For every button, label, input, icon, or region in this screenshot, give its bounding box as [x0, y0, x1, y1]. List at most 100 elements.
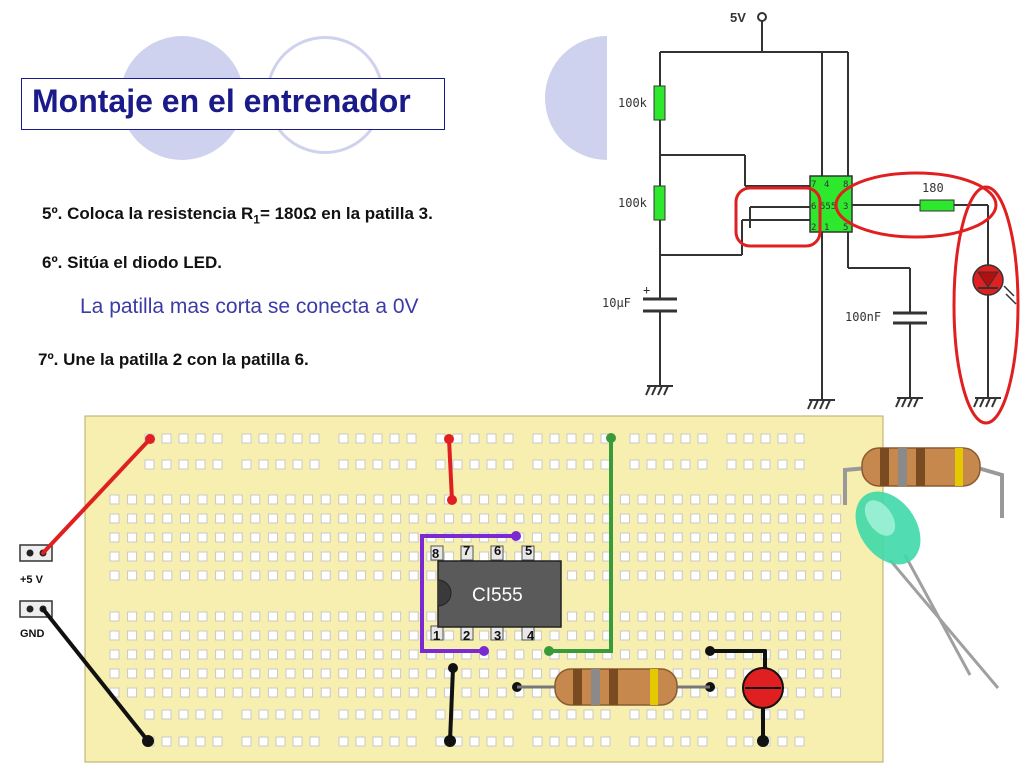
breadboard-hole: [795, 513, 806, 524]
bb-pin-2: 2: [463, 628, 470, 643]
breadboard-hole: [486, 736, 497, 747]
breadboard-hole: [794, 459, 805, 470]
breadboard-hole: [197, 668, 208, 679]
breadboard-hole: [195, 459, 206, 470]
breadboard-hole: [109, 630, 120, 641]
breadboard-hole: [452, 459, 463, 470]
breadboard-hole: [309, 433, 320, 444]
breadboard-hole: [408, 687, 419, 698]
breadboard-hole: [680, 433, 691, 444]
breadboard-hole: [109, 532, 120, 543]
breadboard-hole: [285, 687, 296, 698]
breadboard-hole: [355, 459, 366, 470]
breadboard-hole: [655, 513, 666, 524]
breadboard-hole: [680, 459, 691, 470]
breadboard-hole: [338, 459, 349, 470]
breadboard-hole: [215, 687, 226, 698]
breadboard-hole: [479, 630, 490, 641]
bb-pin-7: 7: [463, 543, 470, 558]
breadboard-hole: [725, 513, 736, 524]
connector-plus5v: [19, 544, 53, 562]
breadboard-hole: [532, 459, 543, 470]
breadboard-hole: [267, 611, 278, 622]
breadboard-hole: [584, 532, 595, 543]
breadboard-hole: [743, 709, 754, 720]
breadboard-hole: [531, 649, 542, 660]
breadboard-hole: [406, 433, 417, 444]
resistor-100k-mid: [653, 185, 666, 221]
breadboard-hole: [109, 494, 120, 505]
breadboard-hole: [726, 433, 737, 444]
breadboard-hole: [566, 433, 577, 444]
breadboard-hole: [109, 668, 120, 679]
highlight-pin3-resistor: [834, 171, 998, 239]
breadboard-hole: [162, 630, 173, 641]
breadboard-hole: [162, 551, 173, 562]
breadboard-hole: [241, 736, 252, 747]
breadboard-hole: [726, 709, 737, 720]
breadboard-hole: [355, 513, 366, 524]
breadboard-hole: [303, 513, 314, 524]
ic-555-schematic: [809, 175, 853, 233]
breadboard-hole: [178, 709, 189, 720]
breadboard-hole: [549, 551, 560, 562]
breadboard-hole: [232, 551, 243, 562]
breadboard-hole: [743, 494, 754, 505]
breadboard-hole: [778, 513, 789, 524]
breadboard-hole: [514, 649, 525, 660]
breadboard-hole: [215, 649, 226, 660]
breadboard-hole: [355, 709, 366, 720]
breadboard-hole: [584, 494, 595, 505]
breadboard-hole: [619, 649, 630, 660]
breadboard-hole: [258, 459, 269, 470]
breadboard-hole: [435, 736, 446, 747]
breadboard-hole: [646, 433, 657, 444]
breadboard-hole: [232, 532, 243, 543]
breadboard-hole: [760, 494, 771, 505]
breadboard-hole: [672, 532, 683, 543]
breadboard-hole: [743, 551, 754, 562]
breadboard-hole: [408, 630, 419, 641]
breadboard-hole: [267, 570, 278, 581]
breadboard-hole: [600, 736, 611, 747]
breadboard-hole: [215, 570, 226, 581]
breadboard-hole: [355, 611, 366, 622]
breadboard-hole: [408, 668, 419, 679]
breadboard-hole: [215, 668, 226, 679]
breadboard-hole: [567, 551, 578, 562]
breadboard-hole: [479, 494, 490, 505]
breadboard-hole: [743, 611, 754, 622]
breadboard-hole: [408, 570, 419, 581]
breadboard-hole: [250, 649, 261, 660]
breadboard-hole: [162, 570, 173, 581]
breadboard-hole: [496, 649, 507, 660]
breadboard-hole: [162, 668, 173, 679]
breadboard-hole: [777, 459, 788, 470]
ic-pin-5: 5: [843, 223, 848, 233]
ic-pin-3: 3: [843, 202, 848, 212]
breadboard-hole: [338, 630, 349, 641]
breadboard-hole: [285, 668, 296, 679]
breadboard-hole: [726, 459, 737, 470]
breadboard-hole: [161, 433, 172, 444]
breadboard-hole: [338, 709, 349, 720]
breadboard-hole: [338, 513, 349, 524]
breadboard-hole: [479, 668, 490, 679]
breadboard-hole: [320, 494, 331, 505]
breadboard-hole: [197, 513, 208, 524]
breadboard-hole: [406, 459, 417, 470]
breadboard-hole: [144, 513, 155, 524]
breadboard-hole: [831, 649, 842, 660]
breadboard-hole: [778, 649, 789, 660]
breadboard-hole: [600, 709, 611, 720]
breadboard-hole: [355, 570, 366, 581]
breadboard-hole: [831, 630, 842, 641]
breadboard-hole: [532, 709, 543, 720]
breadboard-hole: [831, 532, 842, 543]
breadboard-hole: [179, 532, 190, 543]
bb-pin-4: 4: [527, 628, 535, 643]
breadboard-hole: [320, 687, 331, 698]
breadboard-hole: [531, 532, 542, 543]
breadboard-hole: [391, 551, 402, 562]
